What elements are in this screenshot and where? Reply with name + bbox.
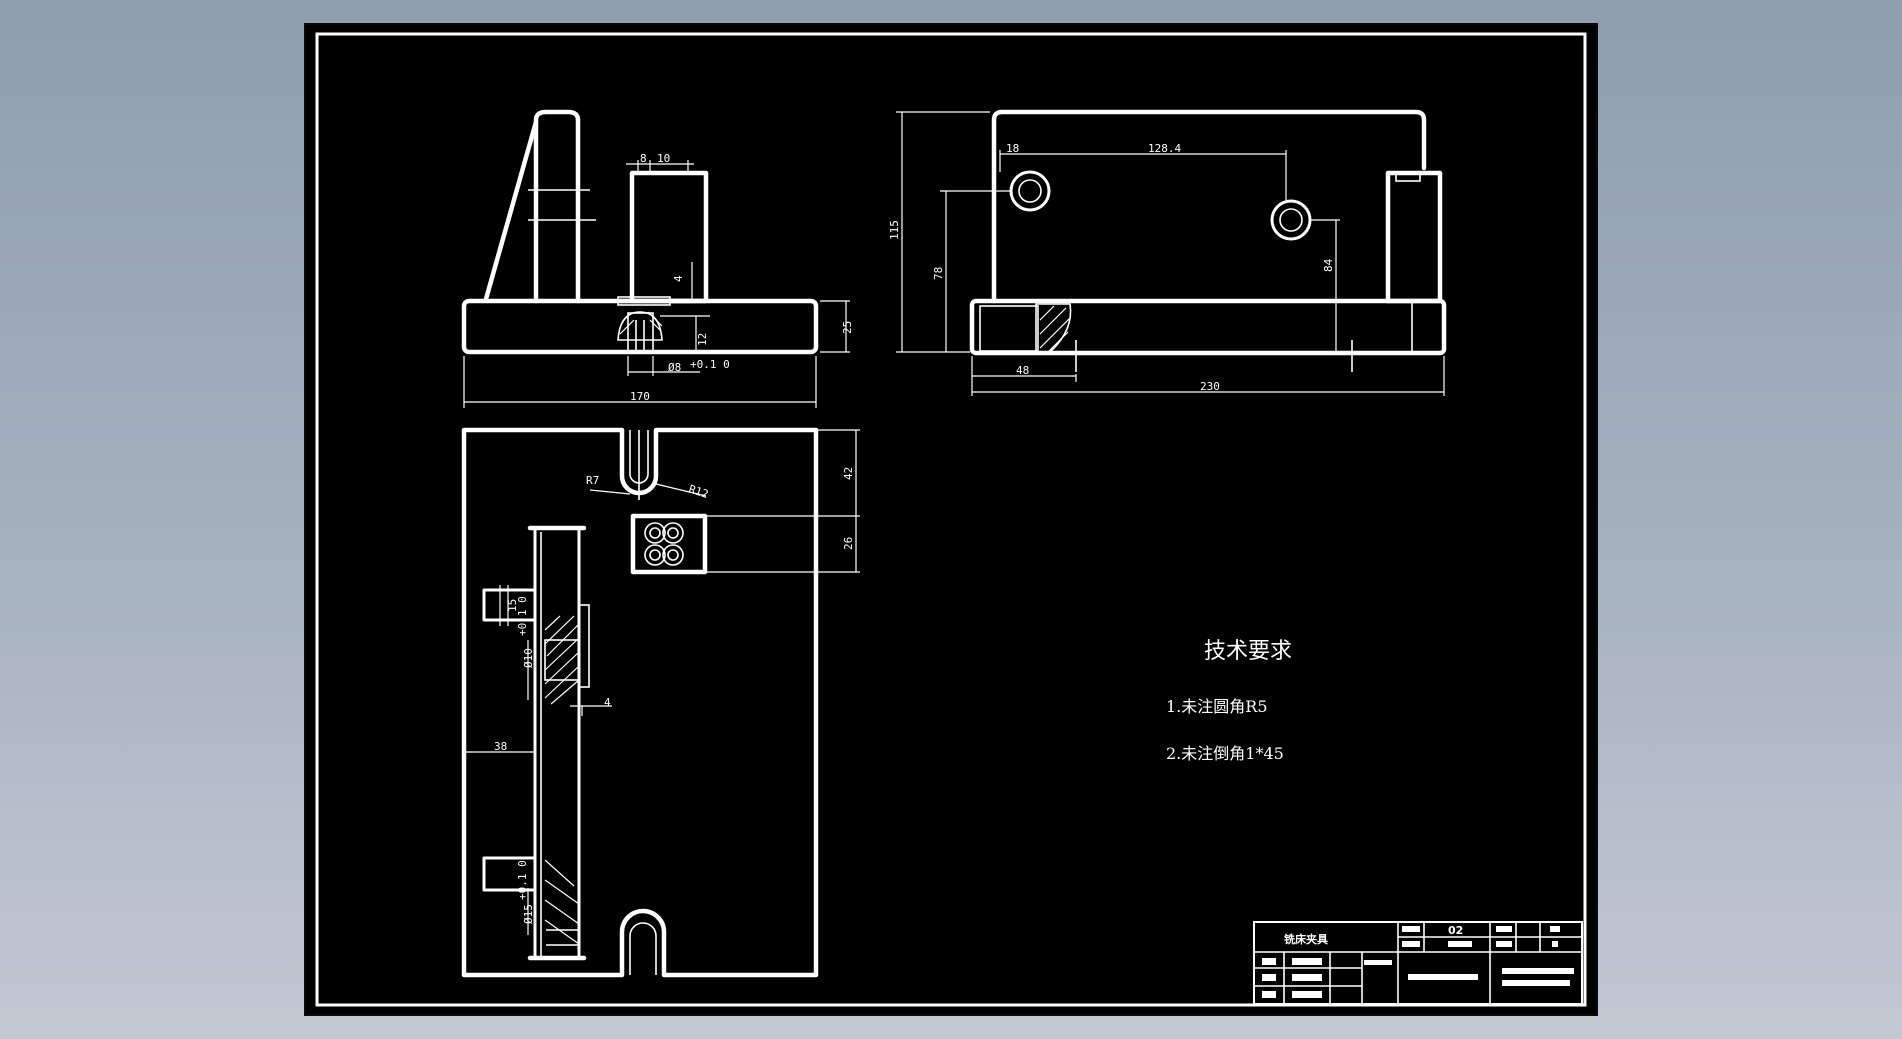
dim-top-hole-2: Ø15 xyxy=(522,904,535,924)
notes-item-2: 2.未注倒角1*45 xyxy=(1166,744,1284,763)
dim-side-78: 78 xyxy=(932,267,945,280)
technical-notes: 技术要求 1.未注圆角R5 2.未注倒角1*45 xyxy=(1166,639,1292,763)
dim-top-hole-2-tol: +0.1 0 xyxy=(516,860,529,900)
front-view: 8 10 4 12 25 Ø8 +0.1 0 170 xyxy=(461,109,854,408)
title-block-number: 02 xyxy=(1448,924,1463,937)
dim-top-hole-1: Ø10 xyxy=(522,648,535,668)
title-block-name: 铣床夹具 xyxy=(1284,932,1328,946)
dim-side-115: 115 xyxy=(888,220,901,240)
dim-front-25: 25 xyxy=(841,321,854,334)
hatch-top-section xyxy=(544,615,580,946)
dim-front-4: 4 xyxy=(672,275,685,282)
inner-border xyxy=(315,32,1587,1007)
dim-top-hole-1-tol: +0.1 0 xyxy=(516,596,529,636)
dim-front-hole-tol: +0.1 0 xyxy=(690,358,730,371)
side-view: 18 128.4 115 78 84 48 230 xyxy=(888,109,1447,396)
sheet-background xyxy=(304,23,1598,1016)
dim-front-8: 8 xyxy=(640,152,647,165)
dim-top-15a: 15 xyxy=(506,599,519,612)
dim-front-170: 170 xyxy=(630,390,650,403)
dim-side-128-4: 128.4 xyxy=(1148,142,1181,155)
dim-front-hole: Ø8 xyxy=(668,361,681,374)
top-view: 42 26 R7 R12 15 Ø10 +0.1 0 4 38 Ø15 +0.1… xyxy=(461,427,860,978)
notes-title: 技术要求 xyxy=(1204,639,1292,664)
title-block: 铣床夹具 02 xyxy=(1253,921,1583,1005)
dim-top-r12: R12 xyxy=(687,482,710,501)
dim-side-84: 84 xyxy=(1322,258,1335,272)
dim-top-38: 38 xyxy=(494,740,507,753)
dim-top-r7: R7 xyxy=(586,474,599,487)
dim-front-10: 10 xyxy=(657,152,670,165)
notes-item-1: 1.未注圆角R5 xyxy=(1166,697,1268,716)
dim-top-26: 26 xyxy=(842,537,855,550)
dim-side-18: 18 xyxy=(1006,142,1019,155)
dim-front-12: 12 xyxy=(696,333,709,346)
dim-side-230: 230 xyxy=(1200,380,1220,393)
dim-side-48: 48 xyxy=(1016,364,1029,377)
dim-top-42: 42 xyxy=(842,467,855,480)
dim-top-4: 4 xyxy=(604,696,611,709)
